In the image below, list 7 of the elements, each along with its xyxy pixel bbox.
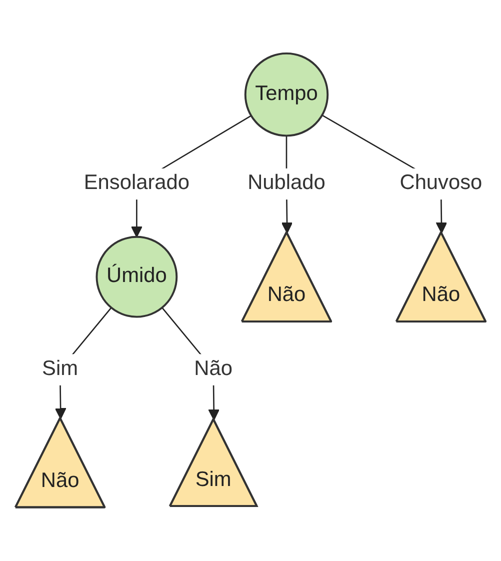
edge-label: Chuvoso (400, 172, 482, 195)
edge-label: Não (194, 358, 232, 380)
edge-label: Nublado (248, 172, 326, 195)
edge-label: Sim (42, 358, 78, 380)
edge-label: Ensolarado (84, 172, 190, 195)
node-circle: Úmido (96, 236, 178, 318)
node-circle: Tempo (244, 52, 329, 137)
